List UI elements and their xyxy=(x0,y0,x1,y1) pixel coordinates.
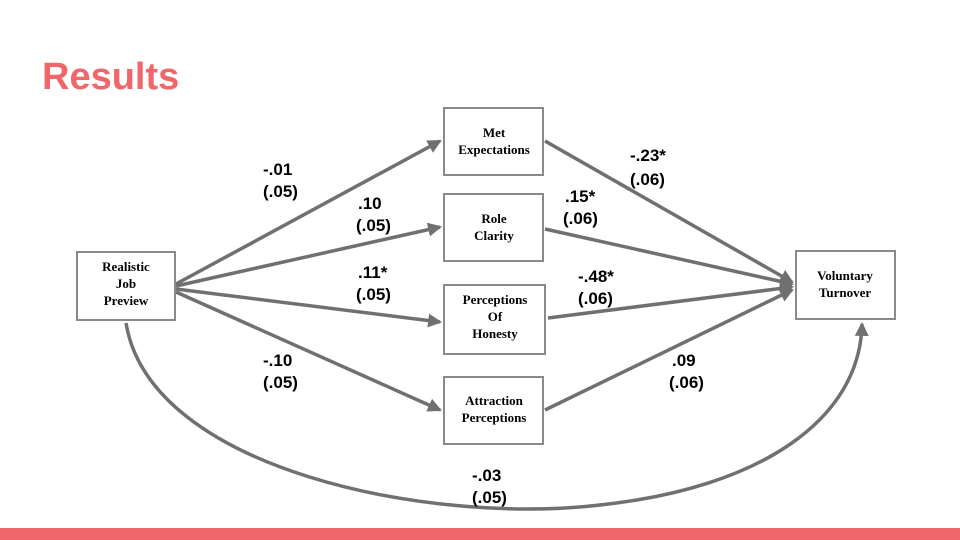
path-rjp-to-met-expectations xyxy=(175,139,442,286)
se-rjp-met: (.05) xyxy=(263,182,298,201)
path-attraction-perceptions-to-turnover xyxy=(544,288,794,412)
node-rjp-line1: Realistic xyxy=(102,259,150,274)
coef-rjp-honesty: .11* xyxy=(358,263,388,282)
se-rjp-turnover: (.05) xyxy=(472,488,507,507)
se-attraction-turnover: (.06) xyxy=(669,373,704,392)
node-met-line1: Met xyxy=(483,125,506,140)
se-role-turnover: (.06) xyxy=(563,209,598,228)
path-met-expectations-to-turnover xyxy=(544,139,794,284)
node-honesty-line3: Honesty xyxy=(472,326,518,341)
path-rjp-to-attraction-perceptions xyxy=(175,290,442,412)
coef-met-turnover: -.23* xyxy=(630,146,666,165)
node-role-line1: Role xyxy=(481,211,507,226)
node-attraction-line1: Attraction xyxy=(465,393,524,408)
bottom-accent-bar xyxy=(0,528,960,540)
node-turnover-line1: Voluntary xyxy=(817,268,873,283)
node-role-clarity: Role Clarity xyxy=(443,193,544,262)
node-honesty-line2: Of xyxy=(488,309,503,324)
coef-rjp-turnover: -.03 xyxy=(472,466,501,485)
node-rjp-line3: Preview xyxy=(104,293,149,308)
node-attraction-line2: Perceptions xyxy=(462,410,527,425)
coef-rjp-role: .10 xyxy=(358,194,382,213)
node-turnover-line2: Turnover xyxy=(819,285,871,300)
path-rjp-to-turnover-direct xyxy=(124,321,869,511)
coef-honesty-turnover: -.48* xyxy=(578,267,614,286)
path-rjp-to-perceptions-of-honesty xyxy=(175,287,443,328)
node-role-line2: Clarity xyxy=(474,228,514,243)
node-met-line2: Expectations xyxy=(458,142,530,157)
coef-rjp-met: -.01 xyxy=(263,160,292,179)
se-honesty-turnover: (.06) xyxy=(578,289,613,308)
coef-role-turnover: .15* xyxy=(565,187,596,206)
coef-attraction-turnover: .09 xyxy=(672,351,696,370)
node-realistic-job-preview: Realistic Job Preview xyxy=(76,251,176,321)
path-rjp-to-role-clarity xyxy=(175,222,443,288)
se-met-turnover: (.06) xyxy=(630,170,665,189)
se-rjp-attraction: (.05) xyxy=(263,373,298,392)
node-perceptions-of-honesty: Perceptions Of Honesty xyxy=(443,284,546,355)
node-voluntary-turnover: Voluntary Turnover xyxy=(795,250,896,320)
slide-title: Results xyxy=(42,56,180,98)
node-honesty-line1: Perceptions xyxy=(463,292,528,307)
path-role-clarity-to-turnover xyxy=(544,227,795,289)
node-attraction-perceptions: Attraction Perceptions xyxy=(443,376,544,445)
coef-rjp-attraction: -.10 xyxy=(263,351,292,370)
se-rjp-role: (.05) xyxy=(356,216,391,235)
node-met-expectations: Met Expectations xyxy=(443,107,544,176)
se-rjp-honesty: (.05) xyxy=(356,285,391,304)
node-rjp-line2: Job xyxy=(116,276,136,291)
path-perceptions-of-honesty-to-turnover xyxy=(547,281,795,320)
